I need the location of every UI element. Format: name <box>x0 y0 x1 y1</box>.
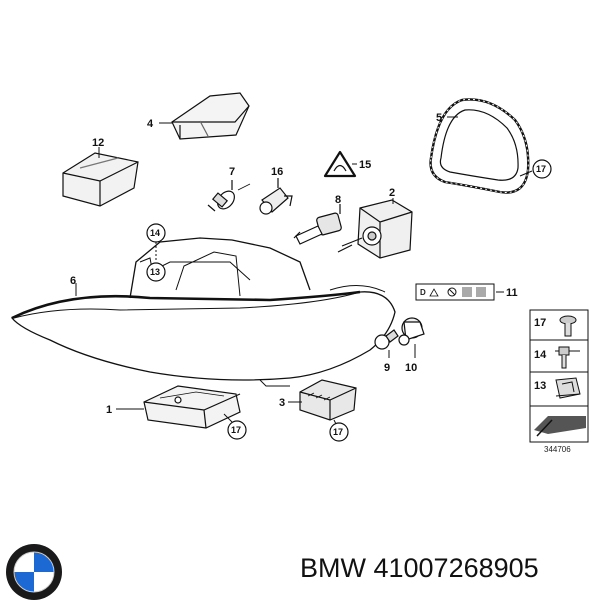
label-d-text: D <box>420 288 426 297</box>
part-9-bulb <box>374 329 399 350</box>
part-12-box <box>62 152 139 207</box>
callout-10: 10 <box>405 362 417 374</box>
part-number-title: BMW 41007268905 <box>300 553 539 583</box>
ref-label-17-gasket: 17 <box>536 164 546 174</box>
callout-7: 7 <box>229 166 235 178</box>
drawing-number: 344706 <box>544 445 571 454</box>
callout-12: 12 <box>92 137 104 149</box>
warning-triangle-icon <box>429 288 439 297</box>
part-11-info-label: D <box>415 283 495 301</box>
callout-5: 5 <box>436 112 442 124</box>
part-1-control-unit <box>143 385 241 429</box>
callout-3: 3 <box>279 397 285 409</box>
legend-label-13: 13 <box>534 380 546 392</box>
ref-circle-17-unit1 <box>227 420 247 440</box>
part-4-cover <box>171 92 250 140</box>
part-6-headlight <box>10 237 396 387</box>
part-10-socket <box>398 317 425 346</box>
part-16-socket <box>259 178 293 215</box>
part-5-gasket <box>429 98 530 194</box>
ref-label-17-unit3: 17 <box>333 427 343 437</box>
ref-circle-17-gasket <box>532 159 552 179</box>
no-entry-icon <box>447 287 457 297</box>
part-3-ballast <box>299 379 357 421</box>
bmw-roundel-logo <box>6 544 62 600</box>
callout-15: 15 <box>359 159 371 171</box>
bar-icon <box>476 287 486 297</box>
callout-1: 1 <box>106 404 112 416</box>
ref-label-14-headlight: 14 <box>150 228 160 238</box>
callout-6: 6 <box>70 275 76 287</box>
ref-label-13-headlight: 13 <box>150 267 160 277</box>
screw-17-icon <box>559 315 577 337</box>
part-15-warning-label <box>323 150 357 178</box>
part-8-bulb <box>293 204 342 245</box>
legend-label-17: 17 <box>534 317 546 329</box>
legend-label-14: 14 <box>534 349 547 361</box>
ref-circle-13-headlight <box>146 262 166 282</box>
ref-circle-17-unit3 <box>329 422 349 442</box>
callout-4: 4 <box>147 118 154 130</box>
part-2-igniter <box>337 199 413 259</box>
callout-2: 2 <box>389 187 395 199</box>
callout-8: 8 <box>335 194 341 206</box>
bar-icon <box>462 287 472 297</box>
part-7-bulb <box>207 180 251 212</box>
callout-11: 11 <box>506 287 518 299</box>
ref-label-17-unit1: 17 <box>231 425 241 435</box>
callout-16: 16 <box>271 166 283 178</box>
clip-13-icon <box>555 377 581 399</box>
direction-arrow-icon <box>534 416 586 434</box>
bolt-14-icon <box>555 346 580 369</box>
callout-9: 9 <box>384 362 390 374</box>
fastener-legend: 17 14 13 <box>529 309 589 443</box>
